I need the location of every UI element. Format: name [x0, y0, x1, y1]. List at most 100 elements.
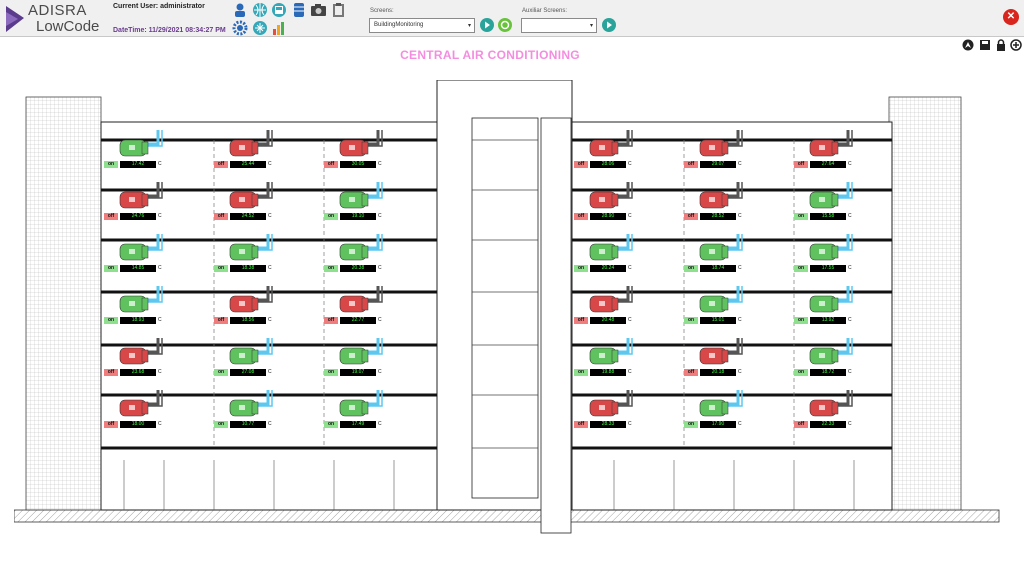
ac-toggle-button[interactable]: off: [684, 213, 698, 220]
ac-temperature: 18.93: [120, 317, 156, 324]
ac-temperature-unit: C: [378, 369, 382, 375]
ac-unit-icon: [229, 234, 273, 261]
ac-toggle-button[interactable]: on: [214, 369, 228, 376]
ac-temperature: 27.08: [230, 369, 266, 376]
ac-toggle-button[interactable]: on: [104, 161, 118, 168]
ac-toggle-button[interactable]: off: [684, 369, 698, 376]
lock-icon[interactable]: [995, 38, 1007, 51]
ac-toggle-button[interactable]: off: [214, 213, 228, 220]
ac-toggle-button[interactable]: on: [324, 213, 338, 220]
ac-toggle-button[interactable]: on: [794, 213, 808, 220]
ac-unit-icon: [699, 338, 743, 365]
camera-icon[interactable]: [310, 2, 327, 18]
bar-chart-icon[interactable]: [271, 20, 288, 36]
navigate-icon[interactable]: [962, 38, 974, 51]
ac-toggle-button[interactable]: on: [574, 369, 588, 376]
ac-toggle-button[interactable]: on: [214, 265, 228, 272]
ac-toggle-button[interactable]: on: [794, 317, 808, 324]
ac-unit-icon: [119, 234, 163, 261]
screens-label: Screens:: [370, 8, 394, 14]
settings-gear-icon[interactable]: [232, 20, 249, 36]
screens-select-value: BuildingMonitoring: [374, 22, 424, 28]
ac-toggle-button[interactable]: off: [324, 317, 338, 324]
go-screen-button[interactable]: [480, 18, 494, 32]
screens-select[interactable]: BuildingMonitoring ▾: [369, 18, 475, 33]
ac-temperature: 30.05: [340, 161, 376, 168]
ac-unit-icon: [229, 286, 273, 313]
ac-temperature: 20.24: [590, 265, 626, 272]
ac-temperature-unit: C: [738, 213, 742, 219]
ac-unit-icon: [699, 390, 743, 417]
ac-temperature: 23.68: [120, 369, 156, 376]
ac-toggle-button[interactable]: on: [574, 265, 588, 272]
ac-temperature: 27.64: [810, 161, 846, 168]
save-disk-icon[interactable]: [271, 2, 288, 18]
ac-toggle-button[interactable]: off: [104, 213, 118, 220]
ac-temperature-unit: C: [158, 317, 162, 323]
chevron-down-icon: ▾: [467, 23, 471, 29]
ac-unit-icon: [229, 390, 273, 417]
ac-toggle-button[interactable]: off: [574, 213, 588, 220]
add-icon[interactable]: [1010, 38, 1022, 51]
database-icon[interactable]: [291, 2, 308, 18]
ac-toggle-button[interactable]: on: [684, 421, 698, 428]
ac-toggle-button[interactable]: on: [324, 421, 338, 428]
globe-icon[interactable]: [252, 2, 269, 18]
ac-unit-icon: [589, 338, 633, 365]
ac-toggle-button[interactable]: off: [104, 421, 118, 428]
aux-screens-label: Auxiliar Screens:: [522, 8, 568, 14]
ac-toggle-button[interactable]: on: [684, 317, 698, 324]
ac-unit-icon: [699, 182, 743, 209]
ac-toggle-button[interactable]: on: [104, 317, 118, 324]
ac-toggle-button[interactable]: off: [574, 161, 588, 168]
ac-toggle-button[interactable]: on: [794, 369, 808, 376]
ac-temperature-unit: C: [848, 213, 852, 219]
ac-temperature-unit: C: [378, 317, 382, 323]
ac-toggle-button[interactable]: off: [324, 161, 338, 168]
aux-screens-select[interactable]: ▾: [521, 18, 597, 33]
ac-toggle-button[interactable]: on: [684, 265, 698, 272]
ac-temperature: 19.10: [340, 213, 376, 220]
ac-temperature-unit: C: [268, 265, 272, 271]
ac-toggle-button[interactable]: off: [214, 161, 228, 168]
go-aux-screen-button[interactable]: [602, 18, 616, 32]
ac-toggle-button[interactable]: on: [324, 265, 338, 272]
ac-toggle-button[interactable]: on: [794, 265, 808, 272]
app-logo: ADISRA LowCode: [4, 2, 99, 36]
ac-toggle-button[interactable]: on: [324, 369, 338, 376]
ac-temperature-unit: C: [378, 421, 382, 427]
ac-toggle-button[interactable]: off: [794, 421, 808, 428]
clipboard-icon[interactable]: [330, 2, 347, 18]
ac-unit-icon: [809, 234, 853, 261]
user-icon[interactable]: [232, 2, 249, 18]
ac-unit-icon: [119, 338, 163, 365]
ac-toggle-button[interactable]: off: [574, 421, 588, 428]
ac-toggle-button[interactable]: off: [214, 317, 228, 324]
ac-temperature-unit: C: [628, 161, 632, 167]
ac-temperature-unit: C: [378, 213, 382, 219]
ac-toggle-button[interactable]: off: [574, 317, 588, 324]
ac-temperature-unit: C: [738, 161, 742, 167]
ac-toggle-button[interactable]: off: [794, 161, 808, 168]
ac-toggle-button[interactable]: off: [684, 161, 698, 168]
ac-temperature: 25.44: [230, 161, 266, 168]
ac-toggle-button[interactable]: on: [214, 421, 228, 428]
ac-toggle-button[interactable]: off: [104, 369, 118, 376]
close-button[interactable]: ✕: [1003, 9, 1019, 25]
ac-temperature: 19.07: [340, 369, 376, 376]
refresh-button[interactable]: [498, 18, 512, 32]
ac-temperature: 17.42: [120, 161, 156, 168]
save-icon[interactable]: [979, 38, 991, 50]
network-icon[interactable]: [252, 20, 269, 36]
ac-toggle-button[interactable]: on: [104, 265, 118, 272]
